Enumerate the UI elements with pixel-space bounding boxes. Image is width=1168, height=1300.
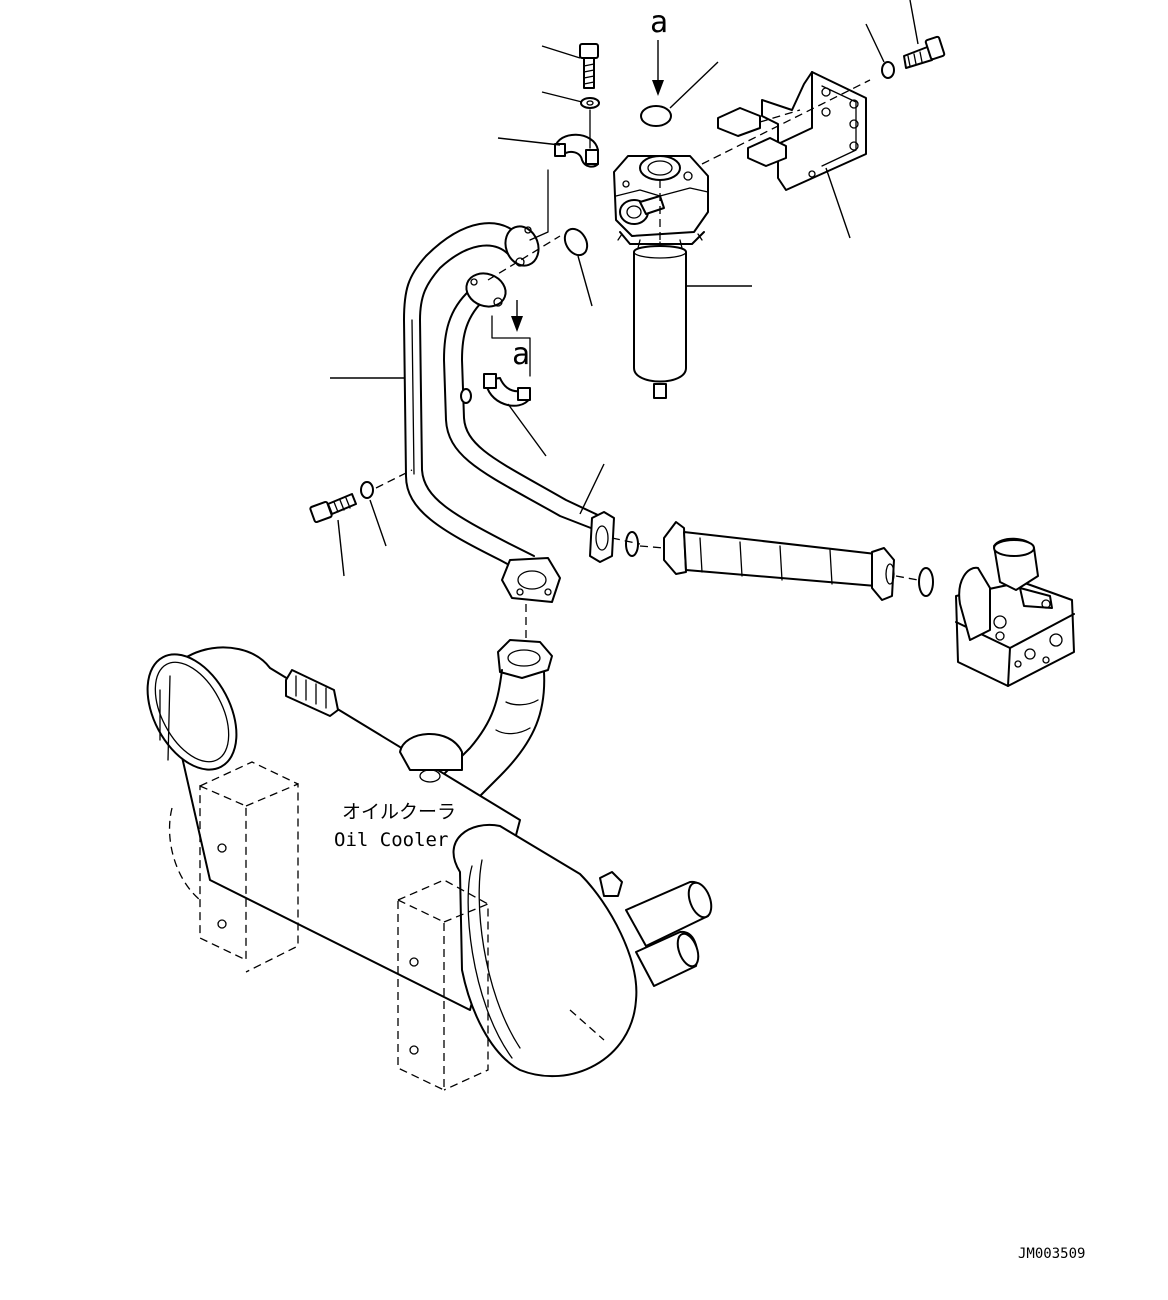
oil-cooler: オイルクーラ Oil Cooler xyxy=(146,646,713,1092)
pipe-outer xyxy=(330,222,561,603)
washer-right xyxy=(865,23,895,79)
filter-head xyxy=(613,155,709,251)
washer-left xyxy=(360,469,413,547)
bolt-axis-right xyxy=(701,79,871,165)
clamp-lower xyxy=(460,373,547,457)
valve-block xyxy=(955,537,1075,687)
hose xyxy=(625,521,934,601)
o-ring-hose-left xyxy=(625,531,639,557)
cooler-label-en: Oil Cooler xyxy=(334,829,448,851)
clamp-upper xyxy=(497,109,599,168)
pipe-inner xyxy=(443,235,641,563)
o-ring-mid xyxy=(563,227,593,307)
drawing-id: JM003509 xyxy=(1018,1246,1085,1262)
marker-a-top-label: a xyxy=(650,5,668,40)
o-ring-top xyxy=(640,61,719,127)
o-ring-hose-right xyxy=(918,567,934,597)
bracket xyxy=(717,71,867,239)
bolt-right xyxy=(903,0,946,69)
bolt-top xyxy=(541,43,599,89)
washer-top xyxy=(541,91,600,109)
filter-element xyxy=(633,245,752,399)
marker-a-top: a xyxy=(650,5,668,96)
bolt-left xyxy=(309,493,357,577)
cooler-hose xyxy=(439,604,553,807)
marker-a-mid: a xyxy=(491,169,549,377)
cooler-label-jp: オイルクーラ xyxy=(342,801,456,823)
marker-a-mid-label: a xyxy=(512,337,530,372)
